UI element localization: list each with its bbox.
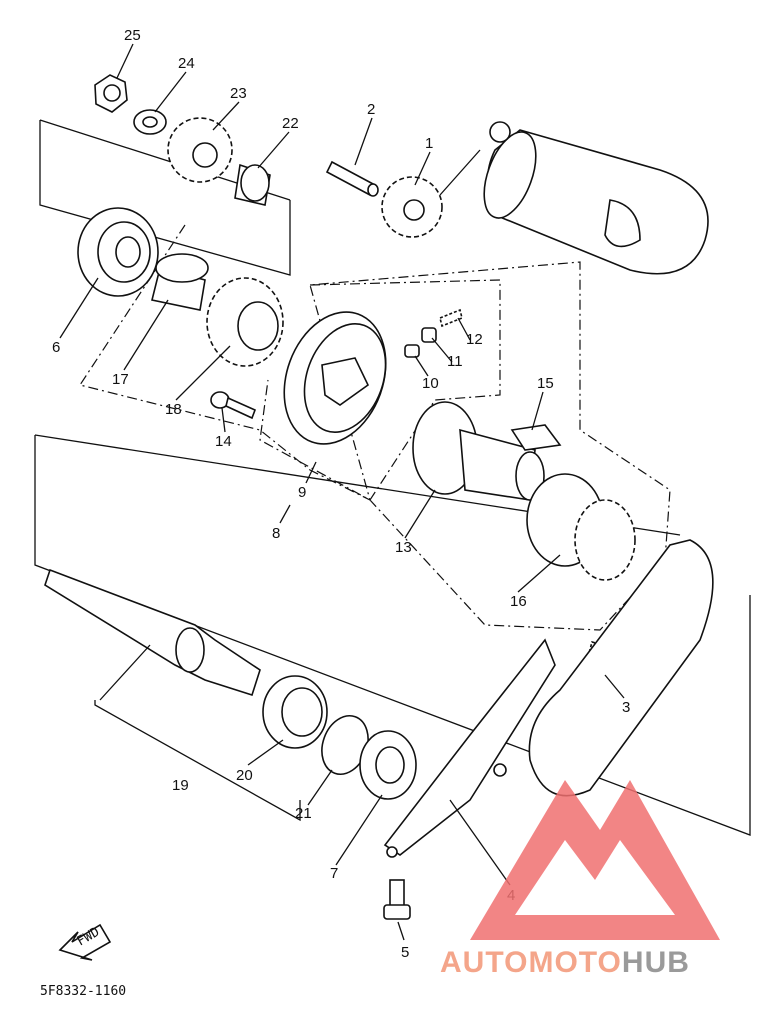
callout-labels: 25 24 23 22 2 1 6 17 18 14 12 11 10 15 9… (52, 27, 630, 961)
part-4-bracket (383, 638, 556, 858)
callout-20: 20 (236, 767, 253, 784)
part-6-bearing (77, 207, 159, 297)
assembly-outline-9 (259, 279, 501, 501)
part-5-bolt (383, 879, 411, 920)
callout-3: 3 (622, 699, 630, 716)
callout-5: 5 (401, 944, 409, 961)
part-19-shaft (44, 568, 261, 697)
callout-13: 13 (395, 539, 412, 556)
callout-7: 7 (330, 865, 338, 882)
cover-ring (528, 539, 714, 797)
part-12-spring (439, 308, 463, 328)
callout-8: 8 (272, 525, 280, 542)
frame-line-bottom (94, 700, 301, 822)
part-22-collar (234, 163, 271, 206)
callout-24: 24 (178, 55, 195, 72)
part-15-plate (510, 424, 562, 451)
part-20-bearing (262, 675, 328, 749)
part-1-gear (381, 176, 443, 238)
watermark-text: AUTOMOTOHUB (440, 946, 690, 979)
callout-10: 10 (422, 375, 439, 392)
callout-17: 17 (112, 371, 129, 388)
part-16-gear (526, 473, 636, 581)
watermark-logo-icon (470, 780, 720, 940)
starter-motor (483, 121, 709, 275)
part-17-bushing (151, 253, 209, 311)
callout-6: 6 (52, 339, 60, 356)
callout-22: 22 (282, 115, 299, 132)
callout-9: 9 (298, 484, 306, 501)
callout-16: 16 (510, 593, 527, 610)
callout-1: 1 (425, 135, 433, 152)
frame-line-shaft (34, 435, 751, 836)
callout-25: 25 (124, 27, 141, 44)
part-7-seal (359, 730, 417, 800)
callout-23: 23 (230, 85, 247, 102)
part-9-clutch (283, 311, 387, 445)
callout-15: 15 (537, 375, 554, 392)
callout-2: 2 (367, 101, 375, 118)
watermark-part1: AUTOMOTO (440, 946, 622, 979)
part-13-hub (412, 401, 545, 501)
part-24-washer (133, 109, 167, 135)
frame-line-top (39, 120, 291, 276)
part-2-pin (325, 160, 379, 197)
fwd-arrow-icon: FWD (58, 923, 112, 961)
diagram-code: 5F8332-1160 (40, 984, 126, 999)
watermark-part2: HUB (622, 946, 690, 979)
part-10-roller (404, 344, 420, 358)
part-23-gear (167, 117, 233, 183)
part-14-bolt (210, 391, 257, 420)
callout-14: 14 (215, 433, 232, 450)
callout-11: 11 (447, 353, 463, 370)
callout-18: 18 (165, 401, 182, 418)
callout-19: 19 (172, 777, 189, 794)
callout-21: 21 (295, 805, 312, 822)
part-25-nut (94, 74, 128, 113)
callout-12: 12 (466, 331, 483, 348)
leader-lines (59, 43, 625, 941)
assembly-outline-8 (79, 224, 671, 631)
part-18-gear (206, 277, 284, 367)
